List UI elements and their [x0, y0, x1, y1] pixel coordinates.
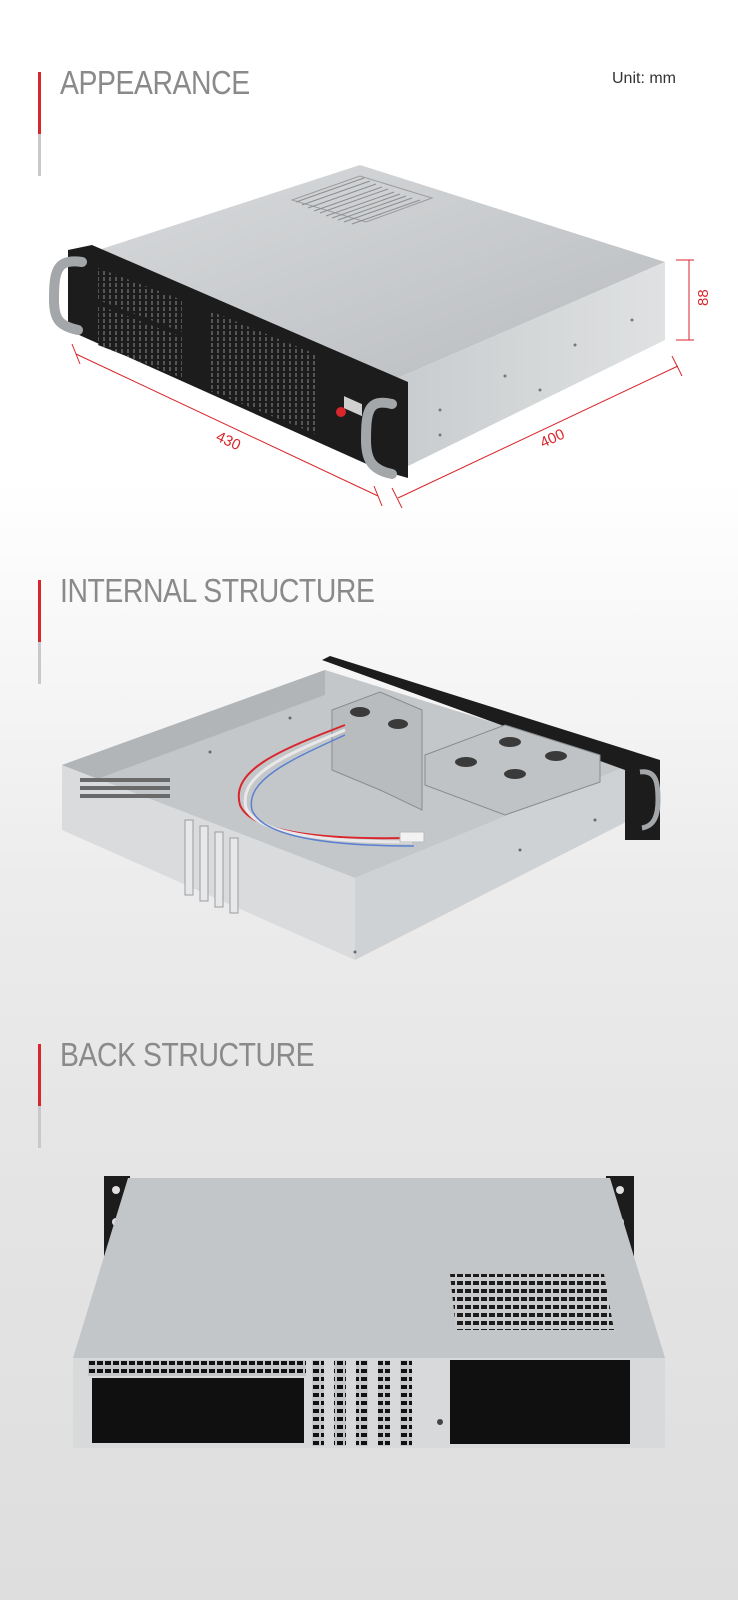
motherboard-opening [92, 1378, 304, 1443]
pci-slots [184, 819, 239, 914]
front-vent-left [98, 268, 182, 332]
power-button-icon [336, 407, 346, 417]
chassis-back-illustration [73, 1176, 665, 1448]
top-vent [450, 1274, 614, 1330]
right-handle [360, 397, 397, 479]
unit-label: Unit: mm [612, 70, 676, 87]
front-panel [322, 656, 660, 840]
chassis-side [398, 262, 665, 470]
section-title: APPEARANCE [60, 64, 250, 101]
back-structure-section: BACK STRUCTURE [0, 1036, 738, 1600]
appearance-section: APPEARANCE Unit: mm [0, 0, 738, 520]
section-title: INTERNAL STRUCTURE [60, 572, 375, 609]
section-marker [38, 72, 41, 176]
width-dimension: 430 [213, 428, 243, 454]
psu-opening [450, 1360, 630, 1444]
expansion-slots [312, 1360, 412, 1446]
internal-structure-section: INTERNAL STRUCTURE [0, 520, 738, 1040]
right-wall [355, 765, 630, 960]
height-dimension: 88 [695, 289, 712, 306]
front-vent-left-lower [98, 305, 182, 378]
front-handle [639, 769, 661, 831]
chassis-internal-illustration [62, 656, 661, 960]
back-panel-top-vent [88, 1360, 306, 1376]
front-vent-right [208, 310, 318, 435]
back-wall [62, 670, 325, 792]
section-marker [38, 1044, 41, 1148]
depth-dimension: 400 [538, 426, 568, 452]
section-marker [38, 580, 41, 684]
chassis-top [73, 1178, 665, 1358]
usb-port [344, 396, 362, 417]
chassis-top [92, 165, 665, 378]
section-title: BACK STRUCTURE [60, 1036, 315, 1073]
cable-bundle [237, 724, 411, 840]
chassis-front-illustration: 430 400 88 [48, 165, 712, 509]
left-handle [48, 256, 87, 335]
